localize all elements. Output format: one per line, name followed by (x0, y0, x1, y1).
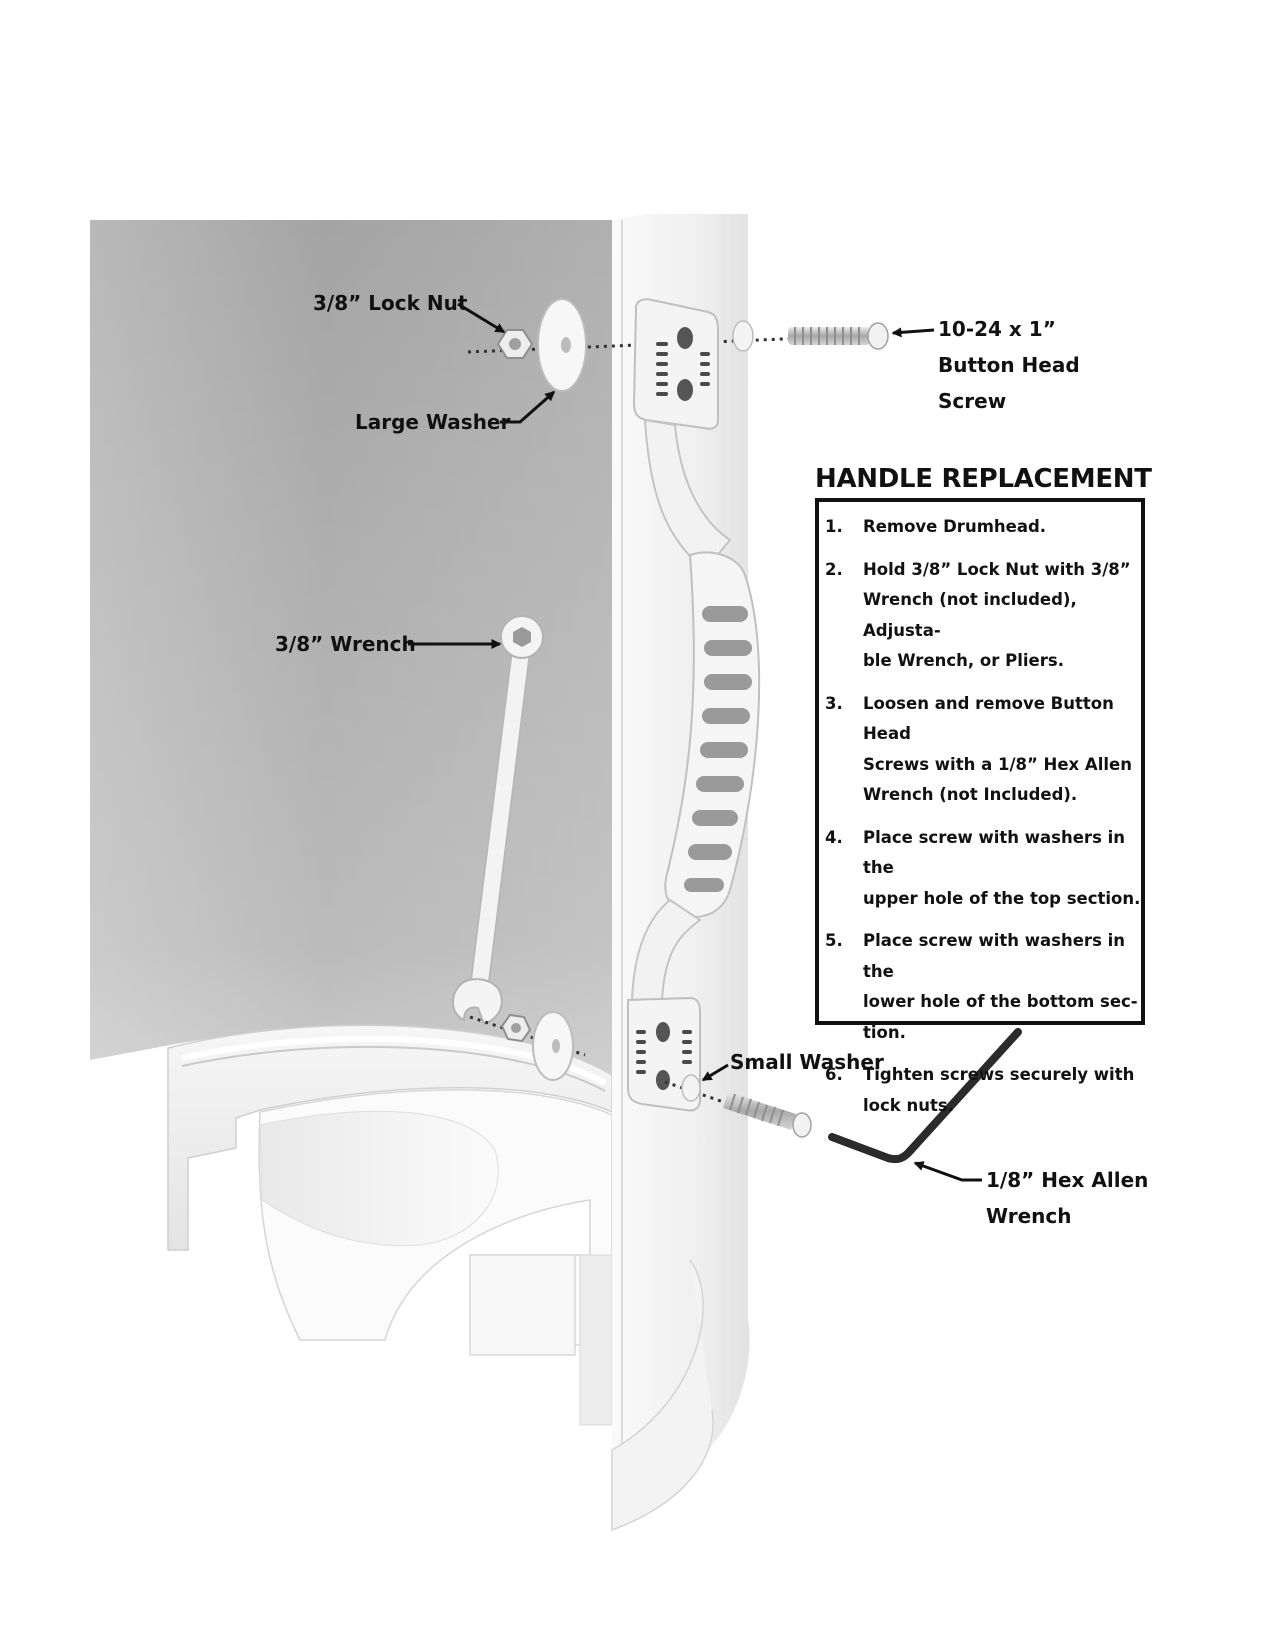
small-washer (681, 1074, 701, 1102)
step-5: 5. Place screw with washers in the lower … (825, 926, 1141, 1048)
wrench-box-end-hex (513, 627, 531, 647)
arrow-lock-nut (457, 302, 506, 334)
lower-button-head-screw (723, 1092, 812, 1138)
bottom-bracket-vents (636, 1022, 692, 1090)
step-3: 3. Loosen and remove Button Head Screws w… (825, 689, 1141, 811)
step-6: 6. Tighten screws securely with lock nuts… (825, 1060, 1141, 1121)
shell-cut-foot (469, 1254, 576, 1356)
label-large-washer: Large Washer (355, 410, 511, 434)
label-screw-line2: Button Head (938, 353, 1080, 377)
open-end-wrench (452, 615, 544, 1026)
step-text: Place screw with washers in the upper ho… (863, 827, 1141, 908)
step-number: 3. (825, 693, 843, 713)
upper-button-head-screw (788, 322, 889, 350)
bottom-ring (167, 1024, 613, 1251)
label-small-washer: Small Washer (730, 1050, 884, 1074)
step-text: Loosen and remove Button Head Screws wit… (863, 693, 1132, 805)
arrow-small-washer (701, 1063, 729, 1082)
shell-inner-highlight (90, 220, 612, 1075)
wrench-open-end (452, 978, 503, 1026)
hoop-hole (259, 1110, 499, 1247)
label-allen-line2: Wrench (986, 1204, 1072, 1228)
lower-lock-nut-hole (511, 1023, 521, 1033)
label-allen-line1: 1/8” Hex Allen (986, 1168, 1149, 1192)
upper-hardware (467, 298, 889, 392)
leader-arrows (408, 302, 982, 1182)
step-number: 5. (825, 931, 843, 950)
step-number: 2. (825, 559, 843, 579)
panel-title: HANDLE REPLACEMENT (815, 464, 1152, 494)
handle-grip-ribs (684, 606, 752, 892)
arrow-button-head-screw (891, 327, 935, 338)
step-number: 1. (825, 517, 843, 536)
label-wrench: 3/8” Wrench (275, 632, 416, 656)
label-lock-nut: 3/8” Lock Nut (313, 291, 468, 315)
lower-hardware (469, 1011, 1022, 1164)
step-2: 2. Hold 3/8” Lock Nut with 3/8” Wrench (n… (825, 555, 1141, 677)
upper-small-washer (732, 320, 754, 352)
upper-lock-nut-hole (509, 338, 521, 350)
step-4: 4. Place screw with washers in the upper … (825, 823, 1141, 915)
instructions-panel: 1. Remove Drumhead. 2. Hold 3/8” Lock Nut … (815, 498, 1145, 1115)
handle-bottom-bracket (627, 996, 701, 1112)
label-screw-line3: Screw (938, 389, 1007, 413)
shell-cut-step (579, 1254, 613, 1426)
top-bracket-vents (656, 327, 710, 401)
handle-top-bracket (632, 298, 719, 430)
instruction-steps: 1. Remove Drumhead. 2. Hold 3/8” Lock Nut … (825, 512, 1141, 1121)
lower-large-washer-hole (552, 1039, 560, 1053)
drum-handle (627, 298, 761, 1112)
step-1: 1. Remove Drumhead. (825, 512, 1141, 543)
shell-bottom-curve (611, 1259, 714, 1532)
label-screw-line1: 10-24 x 1” (938, 317, 1056, 341)
large-washer-hole (561, 337, 571, 353)
arrow-hex-allen (913, 1161, 982, 1182)
step-text: Hold 3/8” Lock Nut with 3/8” Wrench (not… (863, 559, 1131, 671)
step-text: Place screw with washers in the lower ho… (863, 931, 1138, 1042)
step-number: 4. (825, 827, 843, 847)
step-text: Tighten screws securely with lock nuts. (863, 1065, 1135, 1115)
arrow-large-washer (500, 390, 556, 424)
step-number: 6. (825, 1065, 843, 1084)
hex-allen-wrench-shape (828, 1028, 1022, 1164)
step-text: Remove Drumhead. (863, 517, 1047, 536)
